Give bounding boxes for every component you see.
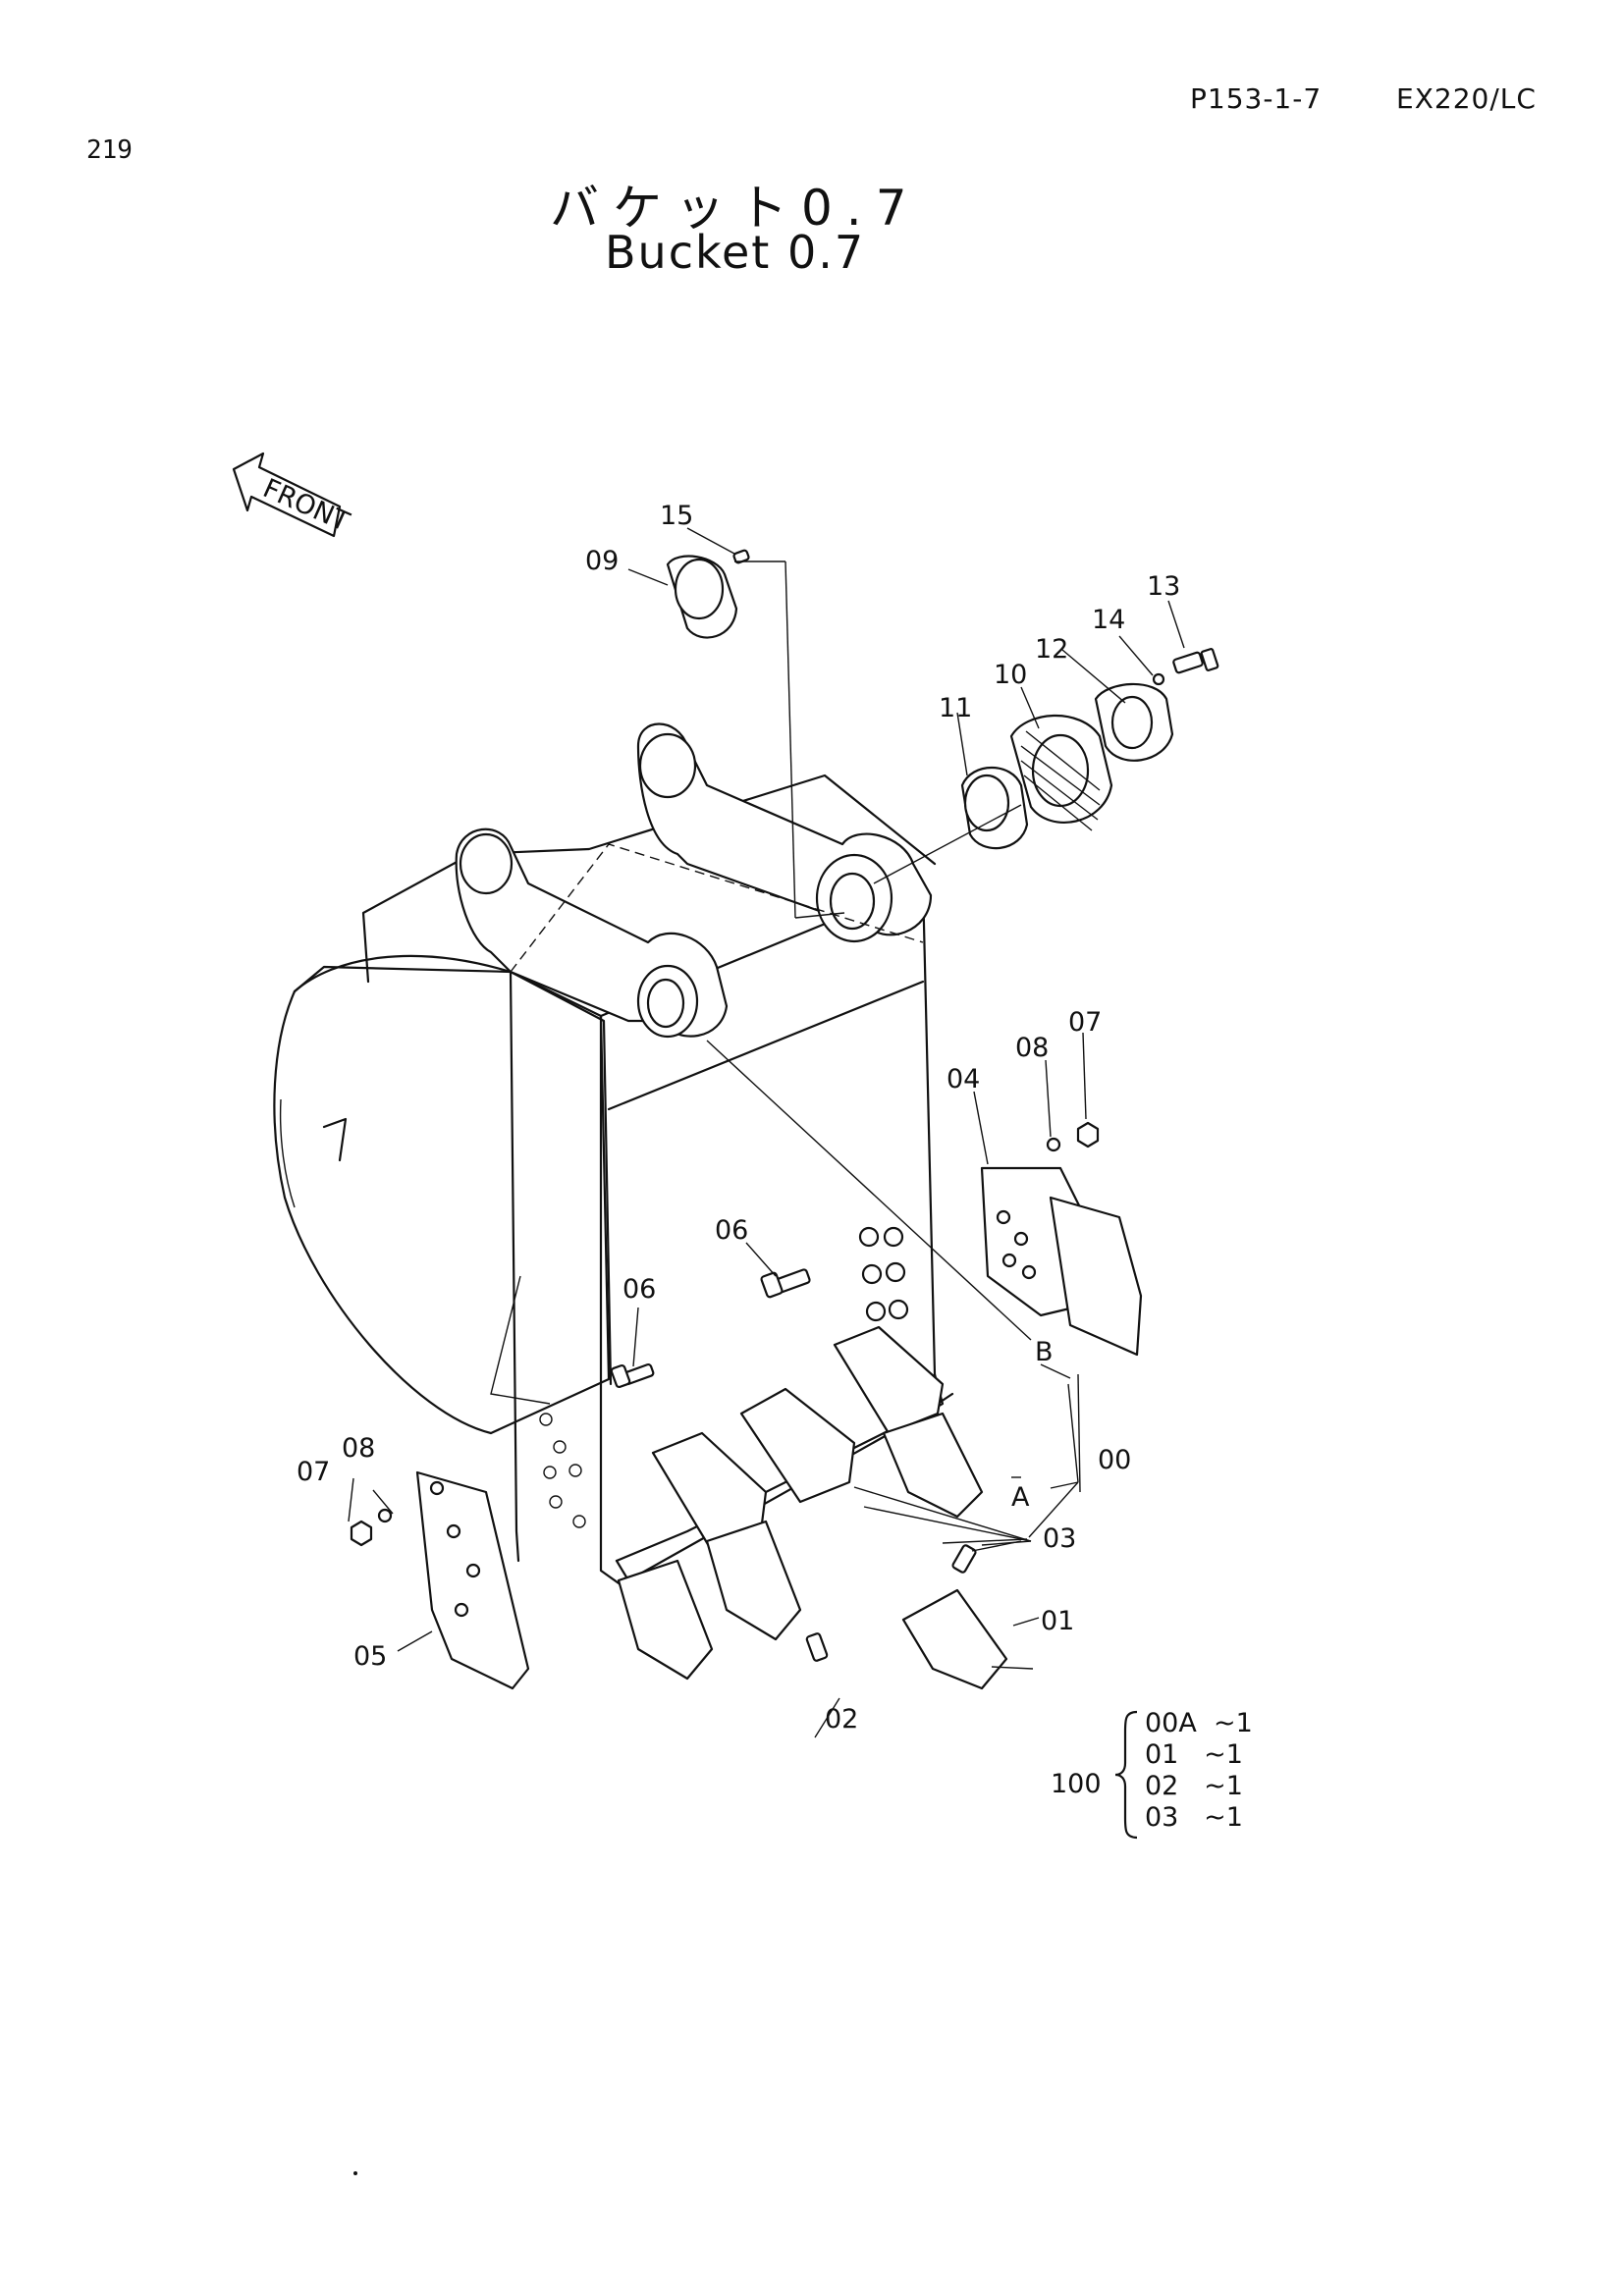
brace-icon [1114, 1710, 1138, 1840]
side-cutters [415, 1166, 1143, 1690]
callout-a: A [1011, 1482, 1030, 1513]
kit-item-qty: ~1 [1214, 1708, 1253, 1738]
kit-item-03: 03 ~1 [1145, 1802, 1243, 1833]
kit-item-qty: ~1 [1204, 1739, 1243, 1770]
callout-b: B [1035, 1337, 1054, 1367]
callout-08-left: 08 [342, 1433, 375, 1464]
callout-09: 09 [585, 546, 619, 576]
kit-code: 100 [1051, 1769, 1102, 1799]
callout-07-left: 07 [297, 1457, 330, 1487]
leader-lines [348, 527, 1185, 1738]
kit-item-part: 02 [1145, 1771, 1179, 1801]
page-title-english: Bucket 0.7 [605, 226, 866, 279]
stray-dot [353, 2171, 357, 2175]
callout-13: 13 [1147, 571, 1180, 602]
callout-05: 05 [353, 1641, 387, 1672]
kit-item-qty: ~1 [1204, 1771, 1243, 1801]
callout-02: 02 [825, 1704, 858, 1735]
kit-item-part: 01 [1145, 1739, 1179, 1770]
kit-item-part: 00A [1145, 1708, 1197, 1738]
callout-labels: 15 09 13 14 12 10 11 07 08 04 06 06 B 00… [297, 501, 1180, 1735]
callout-06-left: 06 [622, 1274, 656, 1305]
callout-01: 01 [1041, 1606, 1074, 1636]
bucket-teeth [617, 1325, 1008, 1690]
callout-04: 04 [947, 1064, 980, 1095]
reference-code: P153-1-7 [1190, 82, 1323, 115]
page-number: 219 [86, 135, 133, 165]
callout-07-right: 07 [1068, 1007, 1102, 1038]
callout-11: 11 [939, 693, 972, 723]
kit-item-00a: 00A ~1 [1145, 1708, 1253, 1738]
page-title-japanese: バケット0.7 [550, 180, 921, 237]
callout-03: 03 [1043, 1523, 1076, 1554]
callout-15: 15 [660, 501, 693, 531]
callout-14: 14 [1092, 605, 1125, 635]
kit-item-02: 02 ~1 [1145, 1771, 1243, 1801]
callout-10: 10 [994, 660, 1027, 690]
callout-06-mid: 06 [715, 1215, 748, 1246]
callout-12: 12 [1035, 634, 1068, 665]
callout-08-right: 08 [1015, 1033, 1049, 1063]
kit-item-01: 01 ~1 [1145, 1739, 1243, 1770]
kit-item-qty: ~1 [1204, 1802, 1243, 1833]
callout-00: 00 [1098, 1445, 1131, 1475]
model-name: EX220/LC [1396, 82, 1537, 115]
front-label: FRONT [258, 473, 353, 538]
front-arrow-icon: FRONT [232, 452, 353, 538]
hardware-parts [350, 549, 1219, 1547]
kit-item-part: 03 [1145, 1802, 1179, 1833]
